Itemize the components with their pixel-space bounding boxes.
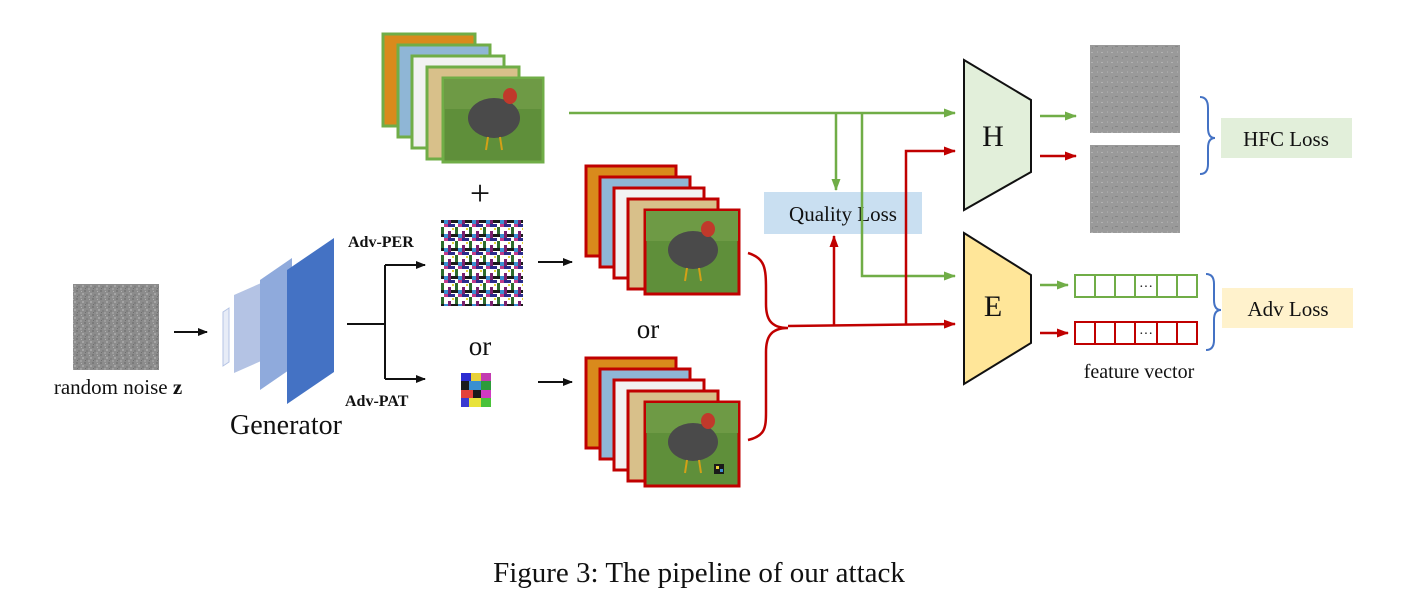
- clean-vector-dots: ···: [1139, 280, 1153, 295]
- or-label-left: or: [469, 331, 492, 361]
- adv-pat-image-stack: [584, 356, 741, 488]
- adv-pat-label: Adv-PAT: [345, 393, 409, 410]
- e-model-label: E: [984, 290, 1002, 323]
- quality-loss-box: [764, 192, 922, 234]
- hfc-loss-label: HFC Loss: [1243, 127, 1329, 151]
- e-model-trapezoid: [963, 231, 1032, 386]
- adv-to-e-arrow: [787, 319, 956, 329]
- adv-pat-patch-image: [461, 373, 491, 407]
- clean-image-stack: [381, 32, 545, 164]
- h-model-trapezoid: [963, 58, 1032, 212]
- plus-sign: +: [470, 173, 490, 213]
- adv-per-image-stack: [584, 164, 741, 296]
- generator-label: Generator: [230, 410, 343, 441]
- hfc-loss-box: [1221, 118, 1352, 158]
- adv-loss-box: [1222, 288, 1353, 328]
- adv-brace: [1205, 273, 1222, 351]
- adv-loss-label: Adv Loss: [1247, 297, 1328, 321]
- hfc-brace: [1199, 96, 1216, 175]
- adv-to-h-arrow: [904, 146, 956, 325]
- or-label-middle: or: [637, 314, 660, 344]
- adv-merge-curve: [747, 251, 789, 442]
- clean-feature-vector: [1074, 274, 1198, 298]
- h-model-label: H: [982, 120, 1004, 153]
- adv-vector-dots: ···: [1139, 327, 1153, 342]
- figure-caption: Figure 3: The pipeline of our attack: [493, 557, 905, 589]
- adv-per-label: Adv-PER: [348, 234, 414, 251]
- adv-per-perturbation-image: [441, 220, 523, 306]
- quality-loss-label: Quality Loss: [789, 202, 897, 226]
- adv-feature-vector: [1074, 321, 1198, 345]
- hfc-clean-image: [1090, 45, 1180, 133]
- hfc-adv-image: [1090, 145, 1180, 233]
- generator-network: [222, 238, 334, 404]
- random-noise-image: [73, 284, 159, 370]
- random-noise-label: random noise z: [54, 375, 182, 399]
- clean-to-e-arrow: [860, 113, 956, 281]
- feature-vector-label: feature vector: [1084, 361, 1195, 383]
